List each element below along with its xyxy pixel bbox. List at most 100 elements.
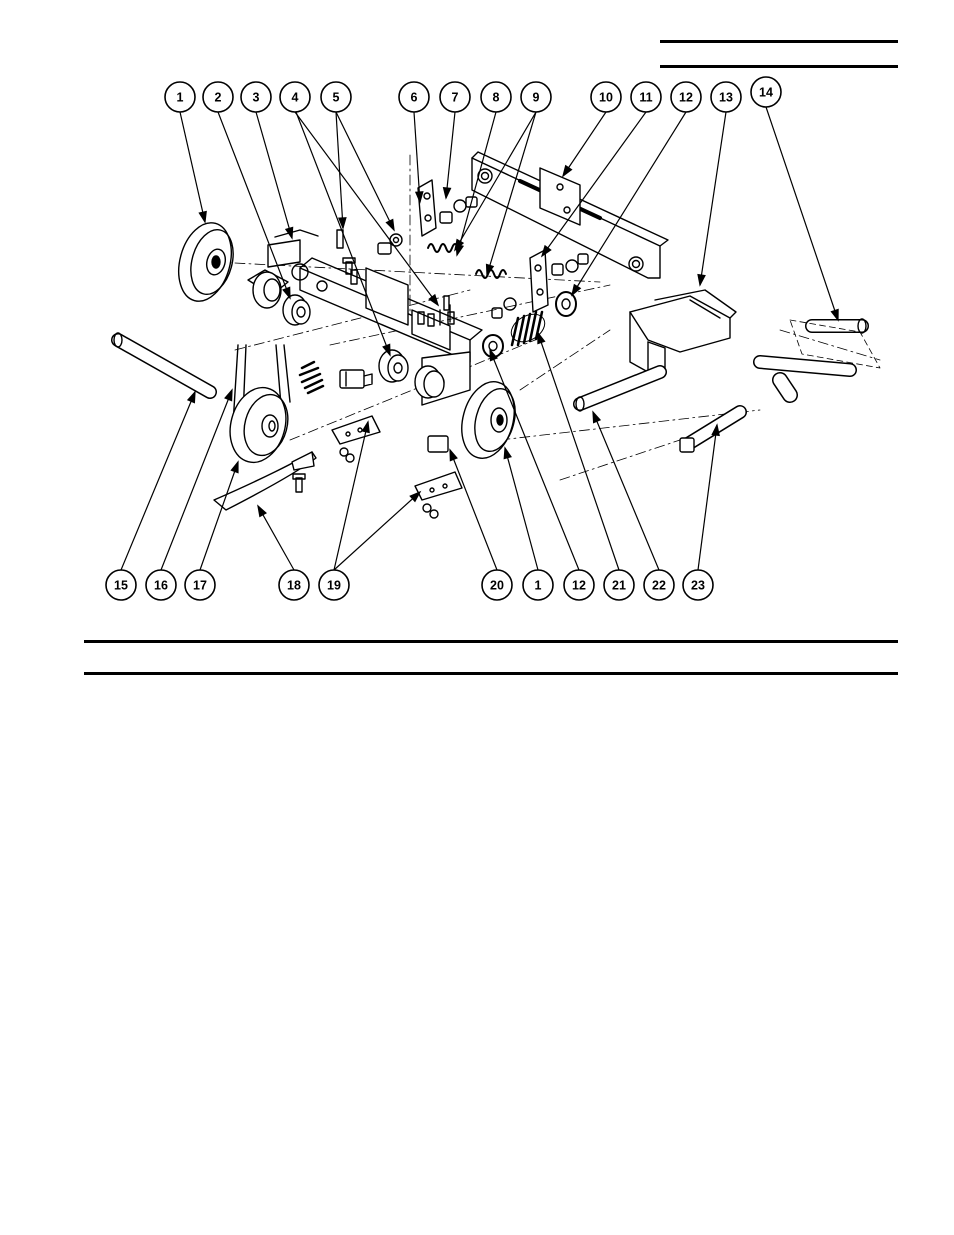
callout-13: 13 <box>710 81 742 113</box>
callout-number: 7 <box>452 91 459 105</box>
callout-circle <box>520 81 552 113</box>
callout-number: 15 <box>114 579 128 593</box>
callout-1: 1 <box>164 81 196 113</box>
leader-line <box>294 111 439 306</box>
callout-16: 16 <box>145 569 177 601</box>
leader-line <box>456 111 497 256</box>
callout-2: 2 <box>202 81 234 113</box>
callout-1: 1 <box>522 569 554 601</box>
callout-circle <box>481 569 513 601</box>
leader-arrowhead <box>414 191 424 204</box>
leader-line <box>489 349 580 571</box>
leader-arrowhead <box>442 187 452 200</box>
fastener-icons <box>336 229 455 327</box>
leader-line <box>449 449 498 571</box>
callout-circle <box>630 81 662 113</box>
drive-pulley-icon <box>229 386 289 464</box>
callout-circle <box>278 569 310 601</box>
header-rule-top <box>660 40 898 43</box>
callout-circle <box>563 569 595 601</box>
leader-line <box>257 505 295 571</box>
leader-arrowhead <box>449 448 458 462</box>
callout-number: 12 <box>679 91 693 105</box>
leader-arrowhead <box>561 164 573 178</box>
yoke-arm-icon <box>629 289 737 376</box>
pulley-icon <box>461 381 516 459</box>
leader-arrowhead <box>537 331 546 345</box>
callout-number: 1 <box>177 91 184 105</box>
callout-circle <box>105 569 137 601</box>
callout-circle <box>164 81 196 113</box>
leader-arrowhead <box>361 420 370 434</box>
callout-circle <box>145 569 177 601</box>
leader-arrowhead <box>282 286 291 300</box>
leader-arrowhead <box>284 226 294 240</box>
bracket-plate-icons <box>331 415 463 519</box>
coil-spring-icon <box>298 360 325 395</box>
leader-arrowhead <box>711 423 720 437</box>
leader-line <box>179 111 206 223</box>
leader-line <box>333 421 369 571</box>
callout-10: 10 <box>590 81 622 113</box>
callout-number: 8 <box>493 91 500 105</box>
leader-arrowhead <box>382 343 391 357</box>
callout-11: 11 <box>630 81 662 113</box>
leader-line <box>541 111 647 257</box>
leader-line <box>486 111 537 276</box>
belt-guard-icon <box>213 451 317 511</box>
shaft-icons <box>573 318 869 453</box>
callout-circle <box>279 81 311 113</box>
callout-19: 19 <box>318 569 350 601</box>
leader-arrowhead <box>485 263 495 277</box>
callout-number: 14 <box>759 86 773 100</box>
callout-18: 18 <box>278 569 310 601</box>
callout-circle <box>590 81 622 113</box>
callout-5: 5 <box>320 81 352 113</box>
callout-circle <box>522 569 554 601</box>
leader-line <box>120 391 196 571</box>
leader-arrowhead <box>503 446 512 460</box>
leader-arrowhead <box>186 390 196 404</box>
leader-line <box>562 111 607 177</box>
leader-arrowhead <box>830 308 839 322</box>
leader-arrowhead <box>697 273 706 287</box>
callout-number: 18 <box>287 579 301 593</box>
compression-spring-icon <box>510 310 546 347</box>
idler-roller-icons <box>378 349 445 399</box>
washer-icons <box>482 291 577 358</box>
callout-number: 16 <box>154 579 168 593</box>
callout-circle <box>184 569 216 601</box>
leader-line <box>445 111 456 199</box>
callout-number: 22 <box>652 579 666 593</box>
callout-14: 14 <box>750 76 782 108</box>
callout-circle <box>670 81 702 113</box>
leader-arrowhead <box>592 410 602 424</box>
callout-circle <box>710 81 742 113</box>
callout-number: 1 <box>535 579 542 593</box>
leader-line <box>571 111 687 296</box>
leader-line <box>765 106 839 321</box>
figure-rule-bottom <box>84 672 898 675</box>
leader-arrowhead <box>338 217 347 230</box>
figure-rule-top <box>84 640 898 643</box>
callout-number: 10 <box>599 91 613 105</box>
callout-20: 20 <box>481 569 513 601</box>
callout-4: 4 <box>279 81 311 113</box>
leader-line <box>413 111 421 203</box>
callout-number: 12 <box>572 579 586 593</box>
leader-line <box>160 389 233 571</box>
callout-number: 23 <box>691 579 705 593</box>
pulley-icon <box>178 222 234 302</box>
callout-8: 8 <box>480 81 512 113</box>
callout-circle <box>603 569 635 601</box>
leader-lines <box>120 106 839 571</box>
callout-22: 22 <box>643 569 675 601</box>
leader-arrowhead <box>224 388 233 402</box>
callout-number: 6 <box>411 91 418 105</box>
leader-arrowhead <box>571 283 582 297</box>
callout-circle <box>398 81 430 113</box>
callout-9: 9 <box>520 81 552 113</box>
callout-circle <box>480 81 512 113</box>
callout-circle <box>240 81 272 113</box>
